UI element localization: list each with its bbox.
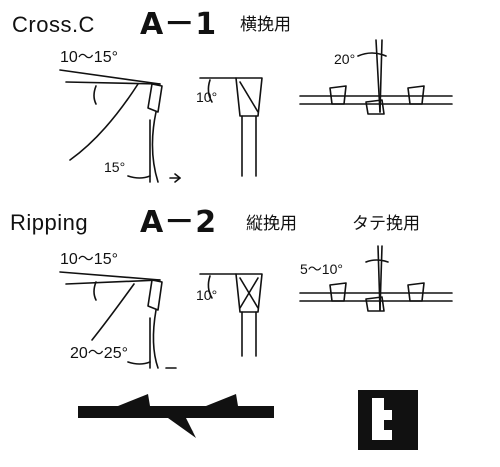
a2-tooth-profile-icon — [59, 271, 177, 369]
a1-tooth-profile-icon — [59, 69, 181, 183]
a2-hook-angle: 10～15° — [60, 251, 118, 268]
a1-section-code: A－1 — [140, 7, 218, 42]
a1-teeth-set-row-icon — [299, 39, 453, 115]
a2-clearance-angle: 20～25° — [70, 345, 128, 362]
cut-direction-icon — [78, 394, 274, 438]
a2-top-bevel-icon — [199, 273, 263, 357]
a1-section-label: Cross.C — [12, 12, 95, 37]
a2-section-description: 縦挽用 — [246, 214, 297, 234]
a1-top-bevel-icon — [199, 77, 263, 177]
a1-clearance-angle: 15° — [104, 159, 126, 175]
a2-top-bevel-angle: 10° — [196, 287, 218, 303]
a2-section-description-alt: タテ挽用 — [352, 214, 420, 234]
a2-section-label: Ripping — [10, 210, 89, 235]
a2-set-angle: 5～10° — [300, 261, 343, 277]
a1-section-description: 横挽用 — [240, 15, 291, 35]
a2-section-code: A－2 — [140, 205, 218, 240]
a1-set-angle: 20° — [334, 51, 356, 67]
a2-teeth-set-row-icon — [299, 245, 453, 312]
a1-hook-angle: 10～15° — [60, 49, 118, 66]
tooth-end-profile-icon — [358, 390, 418, 450]
a1-top-bevel-angle: 10° — [196, 89, 218, 105]
